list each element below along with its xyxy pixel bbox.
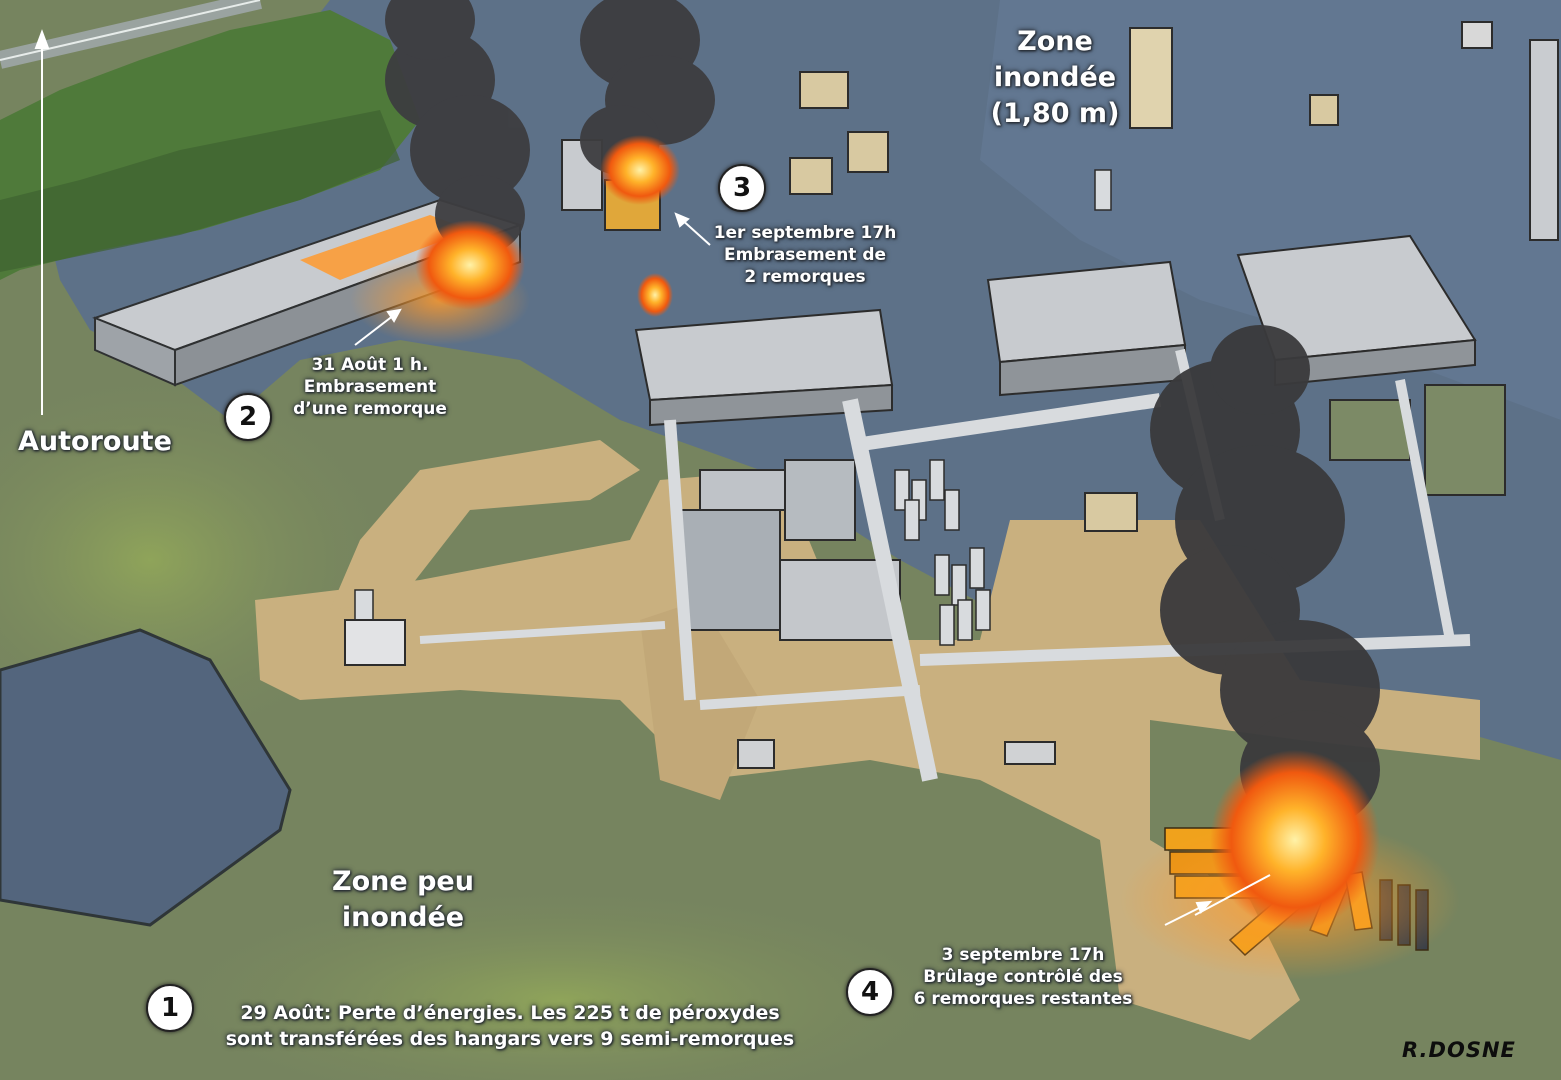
dirt-road-left (330, 440, 640, 610)
pipe-rack (853, 393, 1162, 452)
small-building (1129, 27, 1173, 129)
tank-farm (894, 459, 991, 646)
step-4-line3: 6 remorques restantes (913, 989, 1133, 1009)
step-3-badge: 3 (718, 164, 766, 212)
small-building (789, 157, 833, 195)
step-2-caption: 31 Août 1 h. Embrasement d’une remorque (270, 354, 470, 420)
fire-3-glow (637, 273, 673, 317)
pipe-rack (1395, 379, 1455, 641)
autoroute-label: Autoroute (18, 426, 172, 457)
small-building (847, 131, 889, 173)
lagoon-pond (0, 628, 292, 927)
green-patch (140, 880, 980, 1080)
pipe-rack (419, 621, 666, 644)
step-3-line1: 1er septembre 17h (713, 223, 897, 243)
flooded-zone-line2: inondée (993, 62, 1117, 93)
artist-signature: R.DOSNE (1402, 1038, 1516, 1062)
water-tower (1529, 39, 1559, 241)
process-building (784, 459, 856, 541)
autoroute-arrow (34, 29, 50, 415)
process-building (1329, 399, 1411, 461)
left-hangar-burn (300, 215, 470, 280)
small-building (1309, 94, 1339, 126)
step-4-line1: 3 septembre 17h (941, 945, 1105, 965)
low-flood-zone-label: Zone peu inondée (318, 864, 488, 936)
flooded-zone-line1: Zone (1017, 26, 1093, 57)
small-building (1461, 21, 1493, 49)
small-building (799, 71, 849, 109)
step-1-line2: sont transférées des hangars vers 9 semi… (225, 1028, 795, 1050)
step-1-caption: 29 Août: Perte d’énergies. Les 225 t de … (200, 1000, 820, 1052)
flooded-zone-label: Zone inondée (1,80 m) (980, 24, 1130, 132)
pipe-rack (842, 398, 938, 782)
loading-station (344, 619, 406, 666)
process-building (679, 509, 781, 631)
step-3-line2: Embrasement de (723, 245, 887, 265)
pipe-rack (699, 685, 921, 710)
step-4-badge: 4 (846, 968, 894, 1016)
small-building (1084, 492, 1138, 532)
step-2-badge: 2 (224, 393, 272, 441)
step-3-caption: 1er septembre 17h Embrasement de 2 remor… (700, 222, 910, 288)
process-building (1424, 384, 1506, 496)
pointer-arrows (354, 212, 1271, 926)
step-3-line3: 2 remorques (744, 267, 866, 287)
step-4-caption: 3 septembre 17h Brûlage contrôlé des 6 r… (898, 944, 1148, 1010)
low-flood-zone-line2: inondée (341, 902, 465, 933)
tree-line-shade (0, 110, 400, 272)
silo (1094, 169, 1112, 211)
pipe-rack (664, 419, 696, 701)
step-1-badge: 1 (146, 984, 194, 1032)
step-4-line2: Brûlage contrôlé des (923, 967, 1123, 987)
flooded-zone-line3: (1,80 m) (990, 98, 1120, 129)
small-building (737, 739, 775, 769)
fire-3 (600, 135, 680, 205)
step-1-line1: 29 Août: Perte d’énergies. Les 225 t de … (240, 1002, 780, 1024)
step-2-line2: Embrasement (303, 377, 437, 397)
fire-4 (1210, 750, 1380, 930)
fire-2 (415, 220, 525, 310)
highway-line (0, 0, 261, 61)
smoke-plume-fire4 (1150, 325, 1380, 830)
small-building (1004, 741, 1056, 765)
main-hangar-wall (649, 383, 893, 427)
low-flood-zone-line1: Zone peu (332, 866, 474, 897)
step-2-line1: 31 Août 1 h. (311, 355, 429, 375)
step-2-line3: d’une remorque (293, 399, 447, 419)
